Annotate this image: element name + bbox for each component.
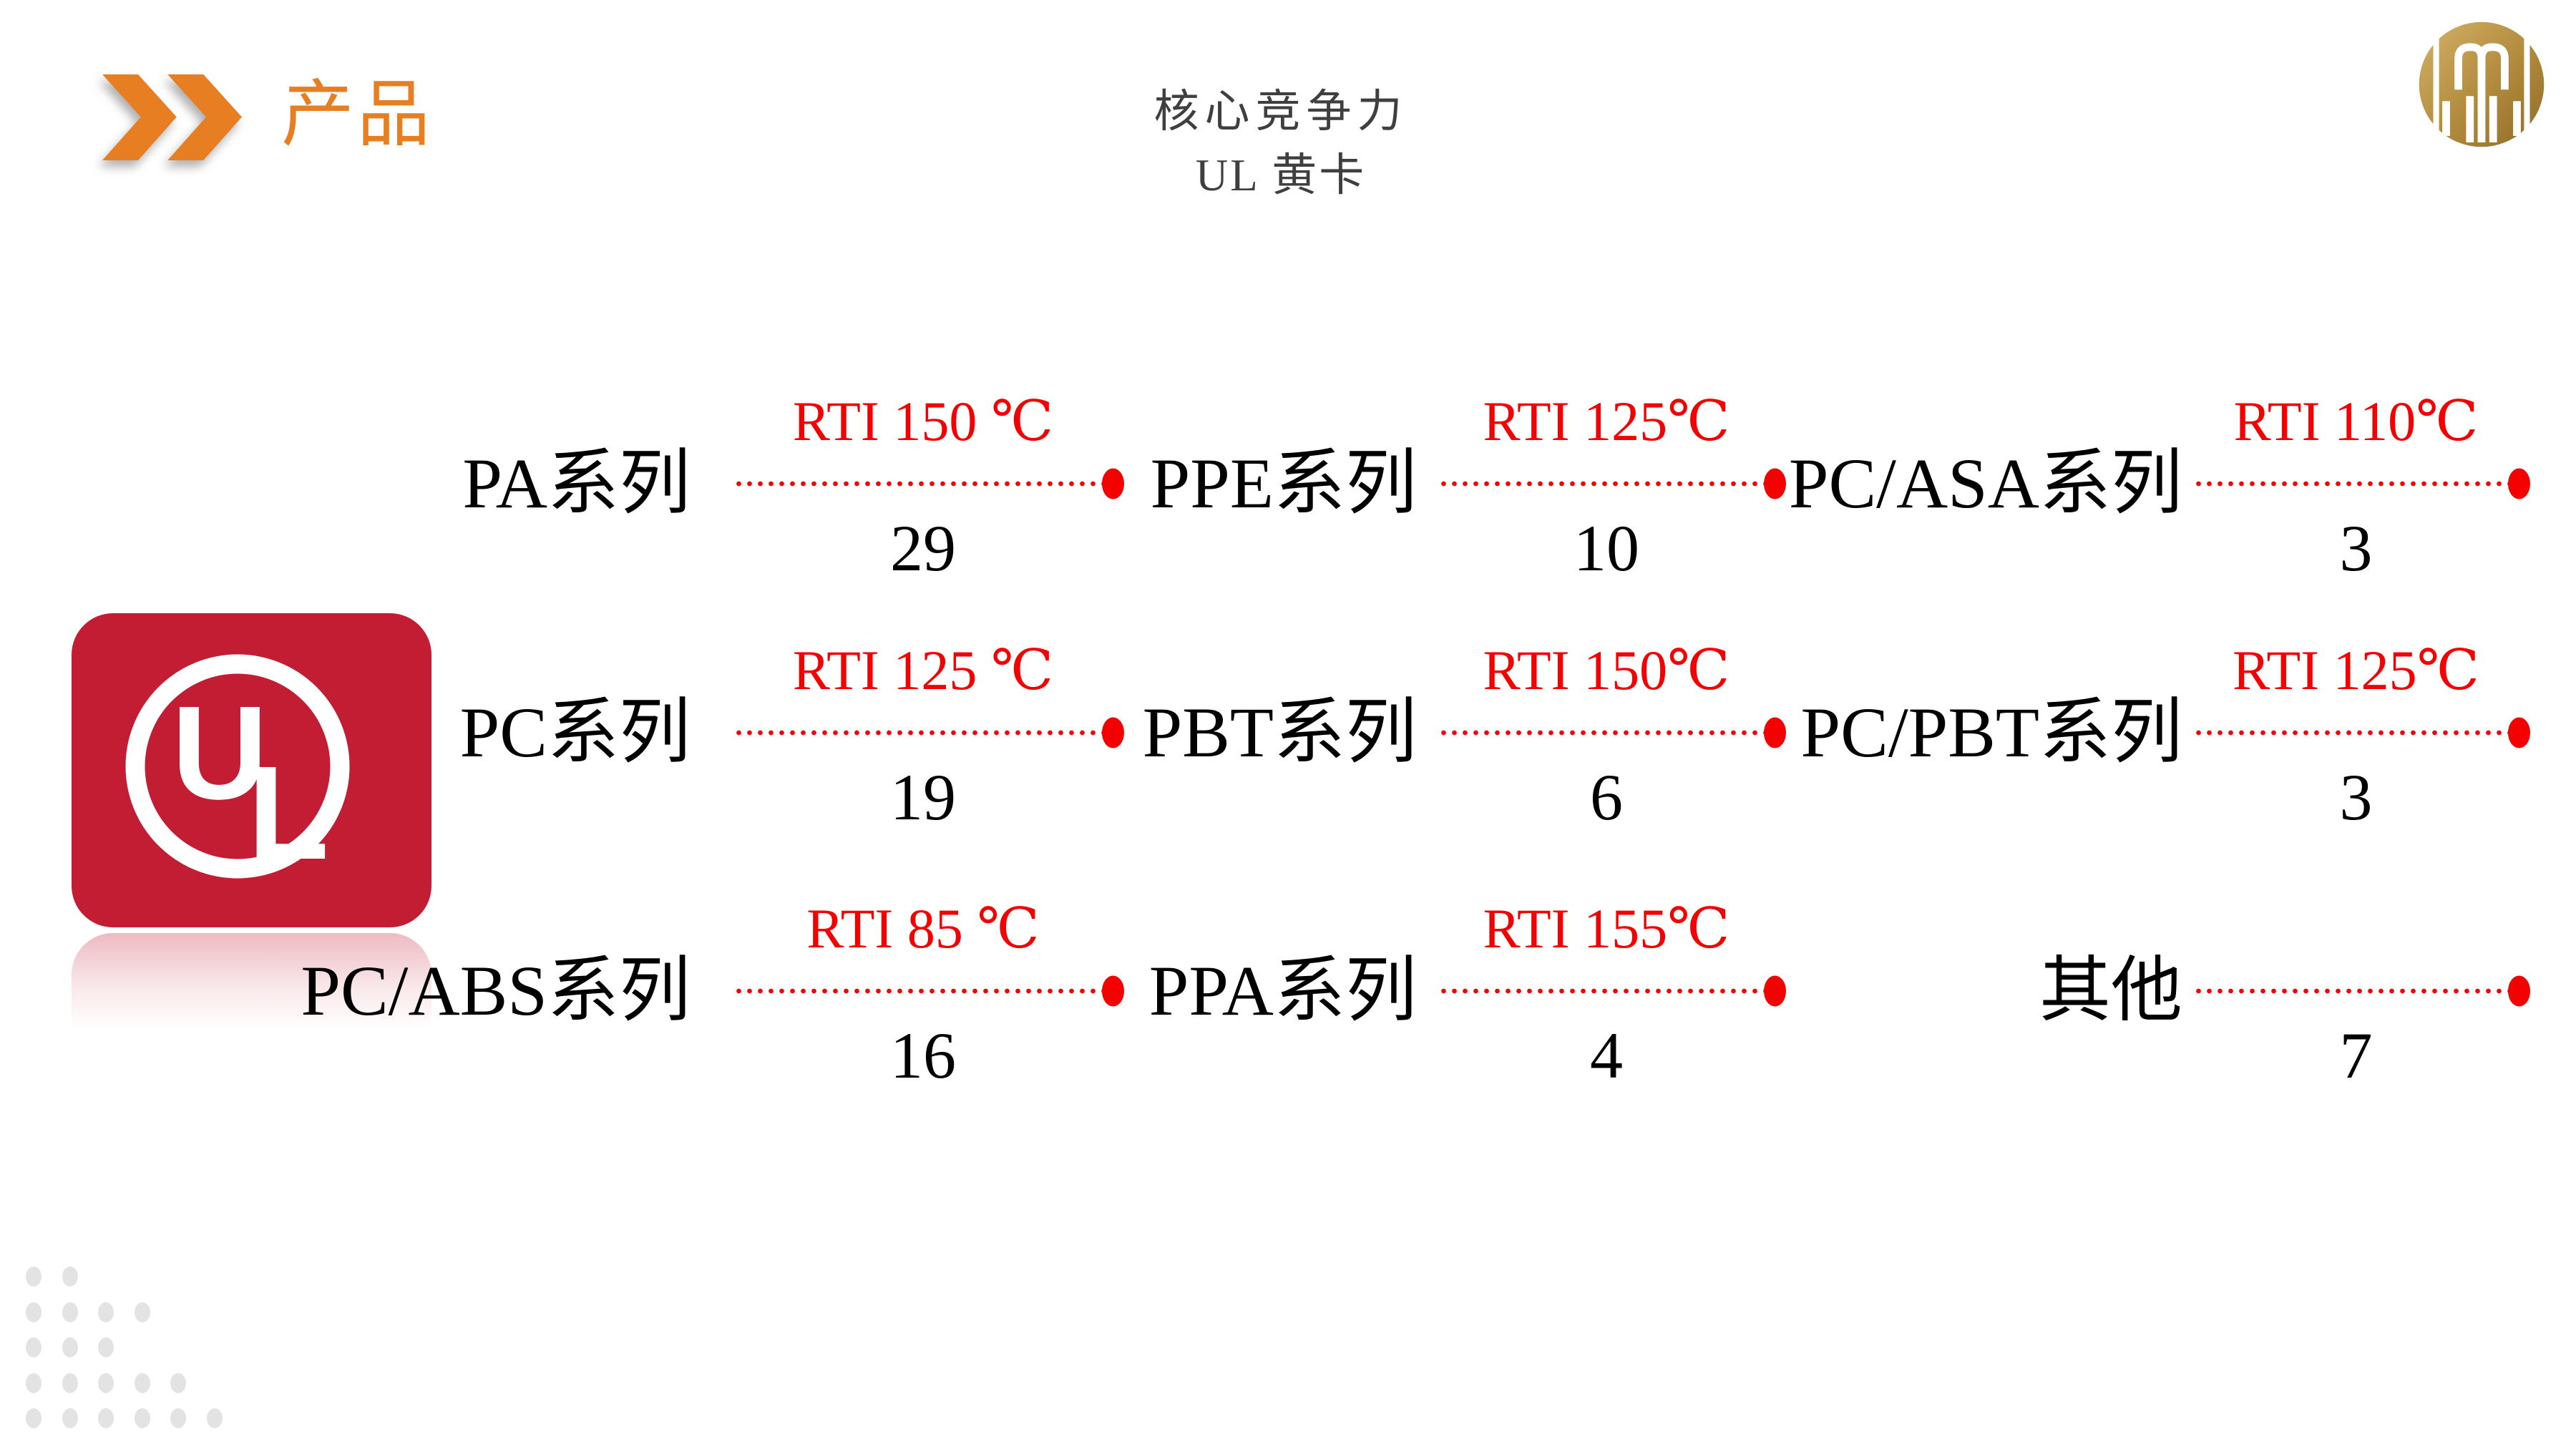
decor-dot [62, 1337, 78, 1357]
dot-pattern [26, 1267, 262, 1449]
leader-line [2193, 468, 2530, 499]
series-label: PC/PBT系列 [1800, 693, 2183, 772]
leader-line [1438, 975, 1786, 1007]
series-count: 29 [890, 512, 956, 585]
series-item-pbt: PBT系列 RTI 150℃ 6 [1002, 611, 1786, 854]
leader-dot-icon [2508, 717, 2530, 748]
series-count: 19 [890, 761, 956, 834]
series-label: PA系列 [462, 444, 691, 523]
rti-label: RTI 110℃ [2233, 390, 2479, 452]
decor-dot [26, 1267, 42, 1287]
series-item-other: 其他 7 [1717, 869, 2530, 1113]
leader-line [2193, 717, 2530, 748]
decor-dot [134, 1372, 150, 1393]
decor-dot [26, 1302, 42, 1322]
decor-dot [62, 1302, 78, 1322]
leader-line [1438, 468, 1786, 499]
ul-badge-reflection [72, 933, 431, 1055]
leader-dot-icon [1102, 468, 1124, 499]
double-chevron-icon [102, 74, 242, 160]
series-item-pa: PA系列 RTI 150 ℃ 29 [301, 362, 1124, 605]
subtitle-line1: 核心竞争力 [1153, 87, 1408, 137]
leader-dot-icon [2508, 975, 2530, 1007]
ul-letter-u: U [172, 679, 268, 827]
decor-dot [170, 1408, 186, 1428]
decor-dot [26, 1337, 42, 1357]
leader-dot-icon [1102, 717, 1124, 748]
decor-dot [98, 1302, 114, 1322]
ul-letter-l: L [248, 739, 329, 887]
ul-certification-badge: U L [72, 613, 431, 927]
leader-dot-icon [1102, 975, 1124, 1007]
series-count: 16 [890, 1019, 956, 1092]
decor-dot [206, 1408, 223, 1428]
decor-dot [134, 1408, 150, 1428]
series-count: 10 [1574, 512, 1639, 585]
decor-dot [98, 1337, 114, 1357]
series-count: 3 [2339, 761, 2373, 834]
decor-dot [62, 1267, 78, 1287]
leader-line [733, 468, 1124, 499]
decor-dot [26, 1408, 42, 1428]
leader-line [733, 717, 1124, 748]
leader-line [733, 975, 1124, 1007]
series-count: 6 [1590, 761, 1623, 834]
series-item-pc: PC系列 RTI 125 ℃ 19 [301, 611, 1124, 854]
leader-line [1438, 717, 1786, 748]
rti-label: RTI 125 ℃ [792, 639, 1054, 701]
company-seal-icon [2419, 20, 2545, 149]
leader-dot-icon [1764, 717, 1786, 748]
series-label: PBT系列 [1142, 693, 1417, 772]
series-label: PC/ASA系列 [1788, 444, 2182, 523]
subtitle: 核心竞争力 UL 黄卡 [1045, 80, 1517, 208]
subtitle-line2: UL 黄卡 [1195, 150, 1367, 201]
rti-label: RTI 125℃ [1483, 390, 1730, 452]
rti-label: RTI 125℃ [2233, 639, 2479, 701]
decor-dot [98, 1408, 114, 1428]
series-label: PC/ABS系列 [301, 951, 691, 1030]
decor-dot [170, 1372, 186, 1393]
leader-dot-icon [1764, 975, 1786, 1007]
rti-label: RTI 85 ℃ [806, 897, 1040, 960]
rti-label: RTI 150 ℃ [792, 390, 1054, 452]
decor-dot [134, 1302, 150, 1322]
decor-dot [26, 1372, 42, 1393]
rti-label: RTI 155℃ [1483, 897, 1730, 960]
series-label: PC系列 [459, 693, 691, 772]
leader-dot-icon [1764, 468, 1786, 499]
decor-dot [98, 1372, 114, 1393]
decor-dot [62, 1408, 78, 1428]
series-item-pc-pbt: PC/PBT系列 RTI 125℃ 3 [1717, 611, 2530, 854]
decor-dot [62, 1372, 78, 1393]
series-label: PPE系列 [1150, 444, 1417, 523]
series-item-pc-abs: PC/ABS系列 RTI 85 ℃ 16 [301, 869, 1124, 1113]
series-count: 4 [1590, 1019, 1623, 1092]
series-label: PPA系列 [1148, 951, 1417, 1030]
series-count: 7 [2339, 1019, 2373, 1092]
series-item-ppe: PPE系列 RTI 125℃ 10 [1002, 362, 1786, 605]
series-label: 其他 [2039, 951, 2182, 1030]
page-title: 产品 [281, 75, 433, 156]
leader-dot-icon [2508, 468, 2530, 499]
series-count: 3 [2339, 512, 2373, 585]
series-item-pc-asa: PC/ASA系列 RTI 110℃ 3 [1717, 362, 2530, 605]
rti-label: RTI 150℃ [1483, 639, 1730, 701]
leader-line [2193, 975, 2530, 1007]
series-item-ppa: PPA系列 RTI 155℃ 4 [1002, 869, 1786, 1113]
